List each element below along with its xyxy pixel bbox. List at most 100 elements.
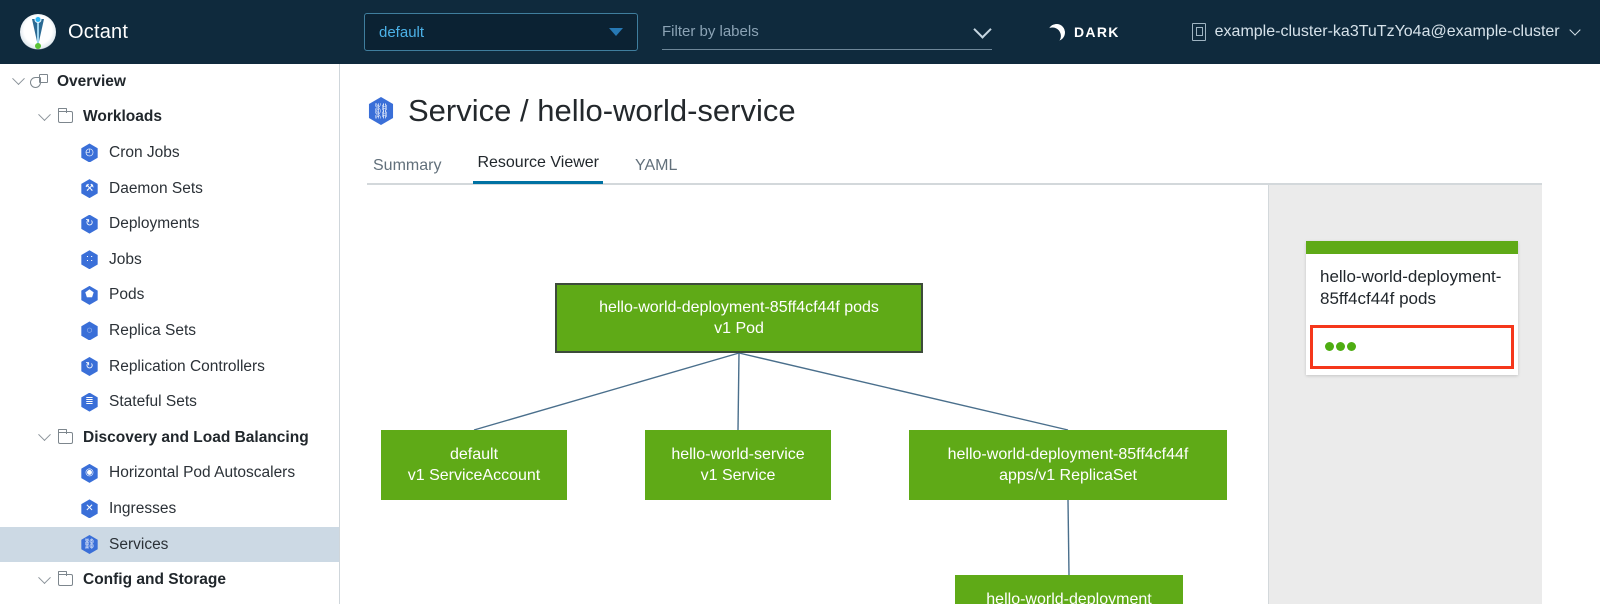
tab-resource-viewer[interactable]: Resource Viewer [473, 150, 603, 184]
expand-toggle[interactable] [34, 570, 54, 585]
node-name: hello-world-service [671, 445, 805, 463]
resource-viewer-canvas[interactable]: hello-world-deployment-85ff4cf44f pods v1… [367, 184, 1542, 604]
graph-edges [473, 352, 1070, 576]
dark-mode-toggle[interactable]: DARK [1048, 24, 1120, 41]
sidebar-item-label: Discovery and Load Balancing [83, 428, 309, 446]
k8s-glyph: ⬟ [85, 289, 94, 301]
detail-card[interactable]: hello-world-deployment-85ff4cf44f pods [1306, 241, 1518, 375]
k8s-statefulset-icon: ≣ [80, 392, 99, 412]
tab-summary[interactable]: Summary [373, 157, 442, 174]
sidebar-item-discovery-and-load-balancing[interactable]: Discovery and Load Balancing [0, 420, 339, 456]
k8s-service-glyph: ⛓ [371, 103, 391, 120]
sidebar-item-label: Config and Storage [83, 571, 226, 589]
folder-icon [57, 428, 73, 444]
graph-node-deployment[interactable]: hello-world-deploymentapps/v1 Deployment [955, 575, 1183, 604]
sidebar-item-label: Cron Jobs [109, 143, 180, 161]
tab-yaml[interactable]: YAML [635, 157, 678, 174]
sidebar-item-label: Daemon Sets [109, 179, 203, 197]
expand-toggle[interactable] [8, 72, 28, 86]
sidebar-item-label: Deployments [109, 215, 200, 233]
namespace-value: default [379, 23, 425, 41]
cluster-name: example-cluster-ka3TuTzYo4a@example-clus… [1214, 23, 1560, 40]
graph-node-serviceaccount[interactable]: default v1 ServiceAccount [381, 430, 567, 500]
caret-down-icon [609, 28, 623, 36]
k8s-cronjob-icon: ◴ [80, 143, 99, 163]
namespace-selector[interactable]: default [364, 13, 638, 51]
k8s-deployment-icon: ↻ [80, 214, 99, 234]
label-filter-placeholder: Filter by labels [662, 23, 759, 40]
k8s-glyph: ◴ [85, 146, 94, 158]
k8s-pod-icon: ⬟ [80, 285, 99, 305]
k8s-service-icon: ⛓ [367, 97, 395, 125]
octant-logo [20, 14, 56, 50]
expand-toggle[interactable] [34, 108, 54, 122]
k8s-replicaset-icon: ◌ [80, 321, 99, 341]
chevron-down-icon [973, 19, 992, 39]
pod-status-highlight[interactable] [1310, 324, 1514, 369]
sidebar-item-pods[interactable]: ⬟ Pods [0, 278, 339, 314]
sidebar-item-horizontal-pod-autoscalers[interactable]: ◉Horizontal Pod Autoscalers [0, 456, 339, 492]
sidebar-item-jobs[interactable]: ∷Jobs [0, 242, 339, 278]
node-name: default [449, 445, 499, 463]
sidebar-item-workloads[interactable]: Workloads [0, 100, 339, 136]
sidebar-item-label: Pods [109, 286, 145, 304]
k8s-glyph: ◉ [85, 467, 94, 479]
card-accent-bar [1306, 241, 1518, 254]
k8s-glyph: ↻ [85, 218, 94, 230]
main-content: ⛓ Service / hello-world-service Summary R… [341, 64, 1600, 604]
k8s-hpa-icon: ◉ [80, 463, 99, 483]
node-kind: v1 ServiceAccount [407, 467, 541, 484]
k8s-glyph: ⛓ [83, 538, 96, 550]
label-filter-input[interactable]: Filter by labels [662, 14, 992, 50]
page-title-text: Service / hello-world-service [408, 93, 796, 128]
node-kind: apps/v1 ReplicaSet [999, 467, 1137, 484]
chevron-down-icon [1568, 24, 1581, 36]
card-title: hello-world-deployment-85ff4cf44f pods [1320, 267, 1502, 309]
folder-icon [57, 571, 73, 587]
resource-graph: hello-world-deployment-85ff4cf44f pods v1… [367, 185, 1542, 604]
sidebar-item-label: Stateful Sets [109, 393, 197, 411]
node-name: hello-world-deployment-85ff4cf44f [947, 445, 1189, 463]
sidebar-item-replica-sets[interactable]: ◌Replica Sets [0, 313, 339, 349]
sidebar-item-config-and-storage[interactable]: Config and Storage [0, 562, 339, 598]
sidebar-item-services[interactable]: ⛓ Services [0, 526, 339, 563]
folder-icon [57, 108, 73, 124]
pod-status-dot[interactable] [1347, 342, 1356, 352]
sidebar-item-overview[interactable]: Overview [0, 64, 339, 100]
sidebar-item-cron-jobs[interactable]: ◴ Cron Jobs [0, 135, 339, 171]
k8s-glyph: ◌ [86, 324, 93, 336]
k8s-glyph: ∷ [86, 253, 93, 265]
node-kind: v1 Service [700, 467, 776, 484]
chevron-down-icon [11, 72, 25, 86]
graph-edge-pod-serviceaccount [473, 352, 740, 431]
node-name: hello-world-deployment-85ff4cf44f pods [599, 298, 879, 316]
dark-mode-label: DARK [1074, 24, 1120, 40]
sidebar-item-daemon-sets[interactable]: ⚒ Daemon Sets [0, 171, 339, 207]
chevron-down-icon [37, 570, 51, 584]
brand[interactable]: Octant [0, 0, 340, 64]
app-header: Octant default Filter by labels DARK exa… [0, 0, 1600, 64]
detail-panel: hello-world-deployment-85ff4cf44f pods [1268, 185, 1542, 604]
k8s-glyph: ✕ [85, 502, 94, 514]
moon-icon [1046, 21, 1067, 42]
cluster-selector[interactable]: example-cluster-ka3TuTzYo4a@example-clus… [1191, 23, 1581, 41]
sidebar-item-ingresses[interactable]: ✕ Ingresses [0, 491, 339, 527]
graph-node-replicaset[interactable]: hello-world-deployment-85ff4cf44f apps/v1… [909, 430, 1227, 500]
cluster-icon [1191, 23, 1206, 41]
k8s-job-icon: ∷ [80, 250, 99, 270]
graph-node-service[interactable]: hello-world-service v1 Service [645, 430, 831, 500]
sidebar-item-deployments[interactable]: ↻ Deployments [0, 206, 339, 242]
expand-toggle[interactable] [34, 428, 54, 442]
pod-status-dot[interactable] [1325, 342, 1334, 352]
overview-icon [30, 74, 48, 89]
sidebar-item-label: Ingresses [109, 499, 177, 517]
chevron-down-icon [37, 108, 51, 121]
sidebar-item-replication-controllers[interactable]: ↻Replication Controllers [0, 349, 339, 385]
k8s-daemonset-icon: ⚒ [80, 179, 99, 199]
sidebar-item-stateful-sets[interactable]: ≣ Stateful Sets [0, 384, 339, 420]
sidebar-item-label: Services [109, 535, 169, 553]
sidebar-item-label: Workloads [83, 108, 162, 126]
pod-status-dot[interactable] [1336, 342, 1345, 352]
